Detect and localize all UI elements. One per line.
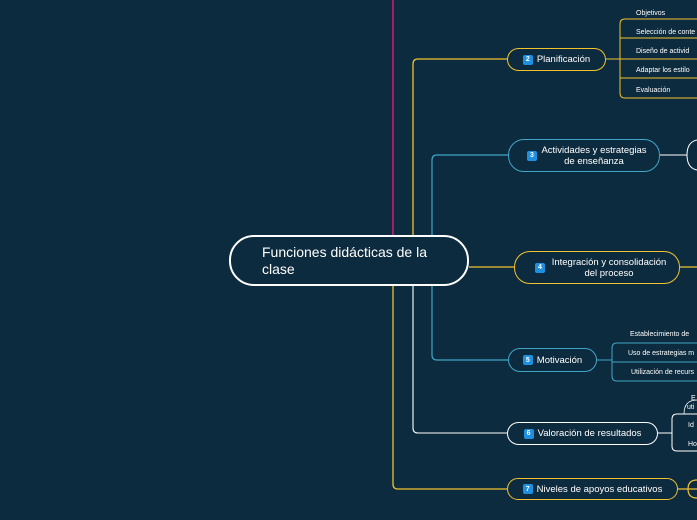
topic-integracion[interactable]: 4 Integración y consolidación del proces… <box>514 251 680 284</box>
topic-motivacion[interactable]: 5 Motivación <box>508 348 597 372</box>
topic-label: Integración y consolidación del proceso <box>551 256 667 279</box>
trunk-outer <box>392 286 507 490</box>
topic-number-badge: 7 <box>522 484 533 494</box>
subtopic-estrategias[interactable]: Uso de estrategias m <box>628 350 695 357</box>
topic-planificacion[interactable]: 2 Planificación <box>507 48 606 71</box>
trunk-white <box>412 286 507 434</box>
topic-number-badge: 2 <box>522 54 533 65</box>
topic-label: Niveles de apoyos educativos <box>536 483 663 495</box>
topic-valoracion[interactable]: 6 Valoración de resultados <box>507 422 658 445</box>
branch-planificacion <box>412 58 507 235</box>
topic-number-badge: 6 <box>523 428 534 439</box>
subtopic-valoracion-1b[interactable]: uti <box>687 404 695 411</box>
topic-number-badge: 3 <box>527 150 537 161</box>
subtopic-evaluacion[interactable]: Evaluación <box>636 87 671 94</box>
topic-label: Actividades y estrategias de enseñanza <box>541 144 647 167</box>
subtopic-valoracion-2[interactable]: Id <box>688 422 694 429</box>
branch-actividades <box>431 154 508 235</box>
subtopic-seleccion[interactable]: Selección de conte <box>636 29 696 36</box>
subtopic-recursos[interactable]: Utilización de recurs <box>631 369 695 376</box>
topic-niveles[interactable]: 7 Niveles de apoyos educativos <box>507 478 678 500</box>
subtopic-diseno[interactable]: Diseño de activid <box>636 48 690 55</box>
topic-number-badge: 4 <box>535 262 545 273</box>
subtopic-valoracion-1[interactable]: E <box>691 395 696 402</box>
branch-motivacion <box>431 286 508 361</box>
subtopic-valoracion-3[interactable]: Ho <box>688 441 697 448</box>
topic-label: Planificación <box>536 54 591 65</box>
topic-label: Motivación <box>536 354 583 366</box>
topic-number-badge: 5 <box>522 355 533 365</box>
central-topic[interactable]: Funciones didácticas de la clase <box>229 235 469 286</box>
subtopic-adaptar[interactable]: Adaptar los estilo <box>636 67 690 74</box>
subtopic-establecimiento[interactable]: Establecimiento de <box>630 331 690 338</box>
topic-label: Valoración de resultados <box>537 428 642 439</box>
topic-actividades[interactable]: 3 Actividades y estrategias de enseñanza <box>508 139 660 172</box>
subtopic-objetivos[interactable]: Objetivos <box>636 10 666 17</box>
central-topic-label: Funciones didácticas de la clase <box>262 244 427 277</box>
